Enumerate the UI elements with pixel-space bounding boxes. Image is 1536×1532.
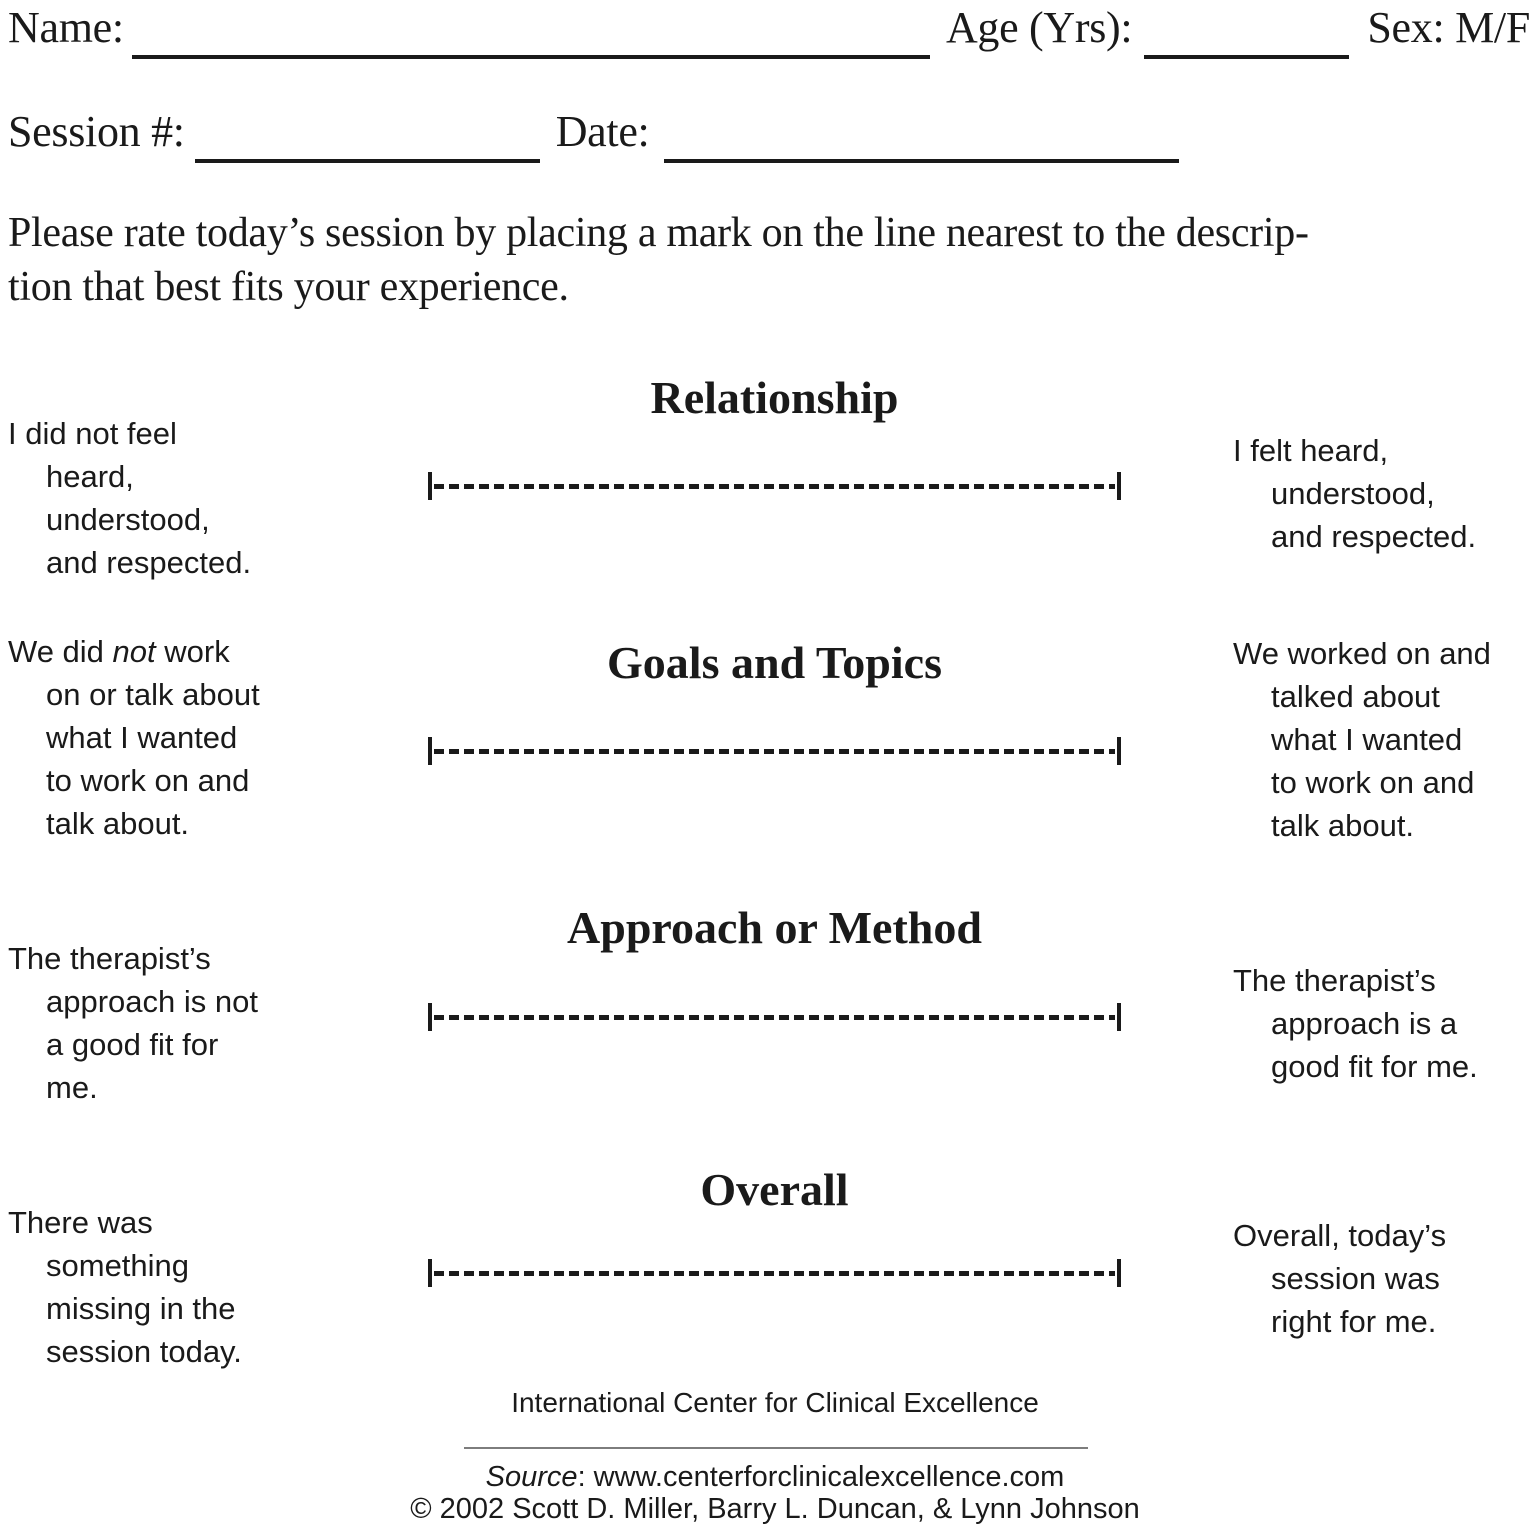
anchor-line: We did not work xyxy=(8,634,230,669)
scale-title-relationship: Relationship xyxy=(650,372,899,423)
left-endpoint-bar xyxy=(428,1003,432,1031)
anchor-line: good fit for me. xyxy=(1271,1049,1478,1084)
anchor-line: talk about. xyxy=(1271,808,1415,843)
date-field-line[interactable] xyxy=(663,106,1179,163)
age-label: Age (Yrs): xyxy=(945,3,1133,52)
right-endpoint-bar xyxy=(1117,472,1121,500)
rating-line-approach-method[interactable] xyxy=(428,1003,1121,1031)
rating-line-goals-topics[interactable] xyxy=(428,737,1121,765)
anchor-line: approach is a xyxy=(1271,1006,1458,1041)
anchor-line: talked about xyxy=(1271,679,1440,714)
anchor-line: We worked on and xyxy=(1233,636,1491,671)
footer-divider xyxy=(464,1447,1088,1449)
anchor-left-relationship: I did not feel heard, understood, and re… xyxy=(8,412,320,584)
anchor-line: heard, xyxy=(46,459,134,494)
anchor-line: a good fit for xyxy=(46,1027,219,1062)
anchor-line: The therapist’s xyxy=(8,941,211,976)
footer-organization: International Center for Clinical Excell… xyxy=(511,1387,1039,1418)
dashed-line xyxy=(434,1014,1115,1020)
name-field-line[interactable] xyxy=(131,2,930,59)
anchor-line: to work on and xyxy=(1271,765,1475,800)
anchor-right-overall: Overall, today’s session was right for m… xyxy=(1233,1214,1536,1343)
dashed-line xyxy=(434,1270,1115,1276)
anchor-line: I did not feel xyxy=(8,416,177,451)
anchor-line: understood, xyxy=(1271,476,1435,511)
anchor-line: missing in the xyxy=(46,1291,236,1326)
instructions-text: Please rate today’s session by placing a… xyxy=(8,210,1309,310)
right-endpoint-bar xyxy=(1117,737,1121,765)
anchor-right-relationship: I felt heard, understood, and respected. xyxy=(1233,429,1536,558)
age-field-line[interactable] xyxy=(1144,2,1350,59)
anchor-line: Overall, today’s xyxy=(1233,1218,1447,1253)
anchor-line: on or talk about xyxy=(46,677,260,712)
anchor-line: and respected. xyxy=(46,545,252,580)
sex-label: Sex: M/F xyxy=(1367,3,1530,52)
anchor-line: to work on and xyxy=(46,763,250,798)
session-field-line[interactable] xyxy=(194,106,540,163)
anchor-line: something xyxy=(46,1248,190,1283)
footer-copyright: © 2002 Scott D. Miller, Barry L. Duncan,… xyxy=(410,1493,1140,1525)
anchor-left-approach-method: The therapist’s approach is not a good f… xyxy=(8,937,320,1109)
rating-line-overall[interactable] xyxy=(428,1259,1121,1287)
anchor-line: I felt heard, xyxy=(1233,433,1389,468)
header-row-1: Name: Age (Yrs): Sex: M/F xyxy=(8,2,1530,59)
anchor-line: understood, xyxy=(46,502,210,537)
anchor-right-approach-method: The therapist’s approach is a good fit f… xyxy=(1233,959,1536,1088)
anchor-line: approach is not xyxy=(46,984,258,1019)
anchor-line: me. xyxy=(46,1070,98,1105)
anchor-left-overall: There was something missing in the sessi… xyxy=(8,1201,320,1373)
session-label: Session #: xyxy=(8,107,185,156)
date-label: Date: xyxy=(555,107,650,156)
footer-source: Source: www.centerforclinicalexcellence.… xyxy=(485,1461,1065,1493)
anchor-line: session was xyxy=(1271,1261,1440,1296)
anchor-line: what I wanted xyxy=(1271,722,1463,757)
anchor-line: There was xyxy=(8,1205,153,1240)
rating-line-relationship[interactable] xyxy=(428,472,1121,500)
scale-title-goals-topics: Goals and Topics xyxy=(607,637,942,688)
left-endpoint-bar xyxy=(428,472,432,500)
anchor-left-goals-topics: We did not work on or talk about what I … xyxy=(8,630,320,845)
left-endpoint-bar xyxy=(428,737,432,765)
anchor-line: The therapist’s xyxy=(1233,963,1436,998)
right-endpoint-bar xyxy=(1117,1003,1121,1031)
anchor-line: and respected. xyxy=(1271,519,1477,554)
anchor-line: talk about. xyxy=(46,806,190,841)
anchor-right-goals-topics: We worked on and talked about what I wan… xyxy=(1233,632,1536,847)
right-endpoint-bar xyxy=(1117,1259,1121,1287)
name-label: Name: xyxy=(8,3,124,52)
anchor-line: right for me. xyxy=(1271,1304,1437,1339)
dashed-line xyxy=(434,748,1115,754)
dashed-line xyxy=(434,483,1115,489)
header-row-2: Session #: Date: xyxy=(8,106,1530,163)
scale-title-approach-method: Approach or Method xyxy=(567,902,982,953)
anchor-line: what I wanted xyxy=(46,720,238,755)
scale-title-overall: Overall xyxy=(700,1164,849,1215)
anchor-line: session today. xyxy=(46,1334,242,1369)
left-endpoint-bar xyxy=(428,1259,432,1287)
